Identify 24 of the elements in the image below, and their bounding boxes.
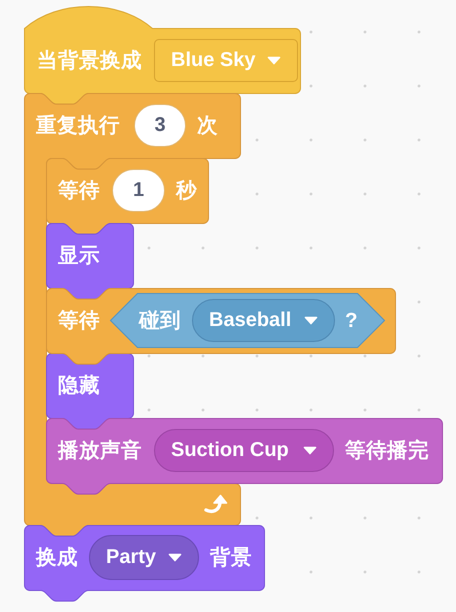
dropdown: Party bbox=[89, 535, 199, 580]
block-label: 秒 bbox=[176, 178, 197, 202]
boolean-block bbox=[110, 293, 385, 348]
stack-block bbox=[46, 223, 134, 300]
stack-block bbox=[24, 525, 265, 602]
block-label: 当背景换成 bbox=[37, 48, 142, 72]
block-label: 等待 bbox=[58, 308, 100, 332]
block-label: 显示 bbox=[58, 244, 100, 268]
dropdown: Baseball bbox=[192, 299, 335, 342]
block-label: 隐藏 bbox=[58, 374, 100, 398]
stack-block bbox=[46, 418, 443, 495]
block-label: ? bbox=[345, 308, 358, 332]
dropdown: Blue Sky bbox=[154, 39, 298, 82]
block-label: 次 bbox=[197, 114, 218, 138]
block-label: 重复执行 bbox=[36, 114, 120, 138]
block-label: 背景 bbox=[210, 546, 252, 570]
block-label: 碰到 bbox=[139, 308, 181, 332]
block-label: 等待播完 bbox=[345, 438, 429, 462]
stack-block bbox=[46, 158, 209, 235]
stack-block bbox=[46, 288, 396, 365]
dropdown: Suction Cup bbox=[154, 429, 334, 472]
block-label: 换成 bbox=[36, 546, 78, 570]
block-label: 等待 bbox=[58, 178, 100, 202]
block-label: 播放声音 bbox=[58, 438, 142, 462]
